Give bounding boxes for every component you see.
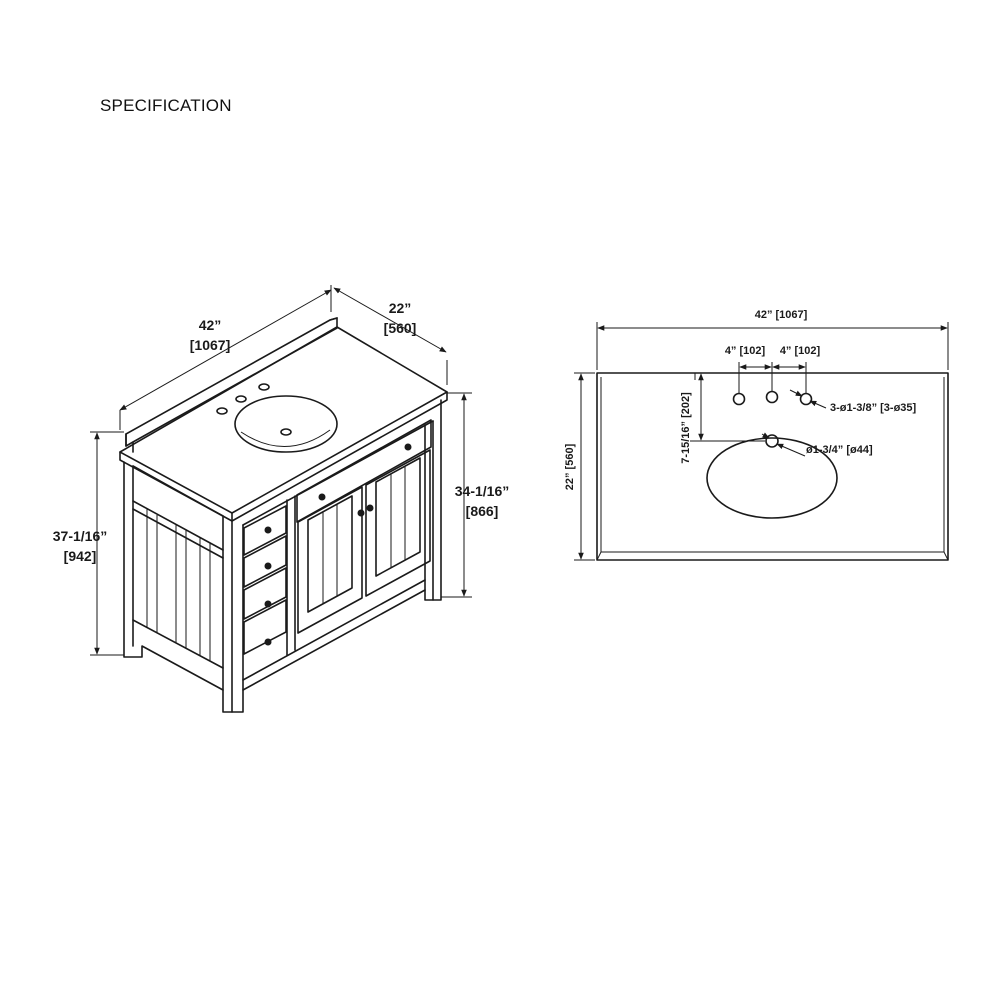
drawer-knob	[264, 600, 272, 608]
drain-hole	[765, 434, 779, 448]
total-height-label: 37-1/16”	[53, 528, 107, 544]
cabinet-side-panel	[123, 461, 244, 713]
drawer-knob	[264, 638, 272, 646]
counter-height-label: 34-1/16”	[455, 483, 509, 499]
counter-height-mm-label: [866]	[466, 503, 499, 519]
cabinet-front	[231, 399, 442, 713]
drawer-knob	[318, 493, 326, 501]
width-dimension: 42” [1067]	[119, 285, 332, 430]
door-knob	[366, 504, 374, 512]
faucet-hole-callout: 3-ø1-3/8” [3-ø35]	[789, 389, 917, 414]
cabinet-doors	[297, 449, 431, 634]
depth-label: 22”	[389, 300, 412, 316]
faucet-hole	[732, 392, 746, 406]
faucet-hole	[799, 392, 813, 406]
width-mm-label: [1067]	[190, 337, 230, 353]
door-knob	[357, 509, 365, 517]
counter-height-dimension: 34-1/16” [866]	[441, 392, 509, 598]
basin-outline	[706, 437, 838, 519]
top-depth-dimension: 22” [560]	[564, 372, 595, 561]
top-depth-label: 22” [560]	[564, 443, 576, 490]
drain-hole-callout: ø1-3/4” [ø44]	[761, 432, 873, 457]
faucet-hole	[765, 390, 779, 404]
top-width-label: 42” [1067]	[755, 309, 808, 321]
depth-dimension: 22” [560]	[333, 287, 448, 385]
vanity-isometric-view: 42” [1067] 22” [560] 37-1/16” [942] 34-1…	[53, 285, 509, 713]
drawer-knob	[404, 443, 412, 451]
countertop	[119, 326, 448, 522]
side-drawers	[243, 505, 287, 655]
page-title: SPECIFICATION	[100, 96, 232, 115]
drain-hole-label: ø1-3/4” [ø44]	[806, 444, 873, 456]
top-drawer	[296, 419, 432, 523]
total-height-dimension: 37-1/16” [942]	[53, 431, 124, 656]
faucet-hole-label: 3-ø1-3/8” [3-ø35]	[830, 402, 917, 414]
top-width-dimension: 42” [1067]	[596, 309, 949, 370]
drawer-knob	[264, 562, 272, 570]
hole-spacing-left-label: 4” [102]	[725, 345, 766, 357]
drawer-knob	[264, 526, 272, 534]
depth-mm-label: [560]	[384, 320, 417, 336]
drain-offset-label: 7-15/16” [202]	[680, 392, 692, 464]
hole-spacing-right-label: 4” [102]	[780, 345, 821, 357]
countertop-top-view: 42” [1067] 4” [102] 4” [102] 3-ø1-3/8” […	[564, 309, 949, 561]
backsplash	[125, 317, 338, 453]
drain-offset-dimension: 7-15/16” [202]	[680, 373, 765, 464]
hole-spacing-dimension: 4” [102] 4” [102]	[725, 345, 821, 393]
sink-basin	[234, 395, 338, 453]
width-label: 42”	[199, 317, 222, 333]
total-height-mm-label: [942]	[64, 548, 97, 564]
